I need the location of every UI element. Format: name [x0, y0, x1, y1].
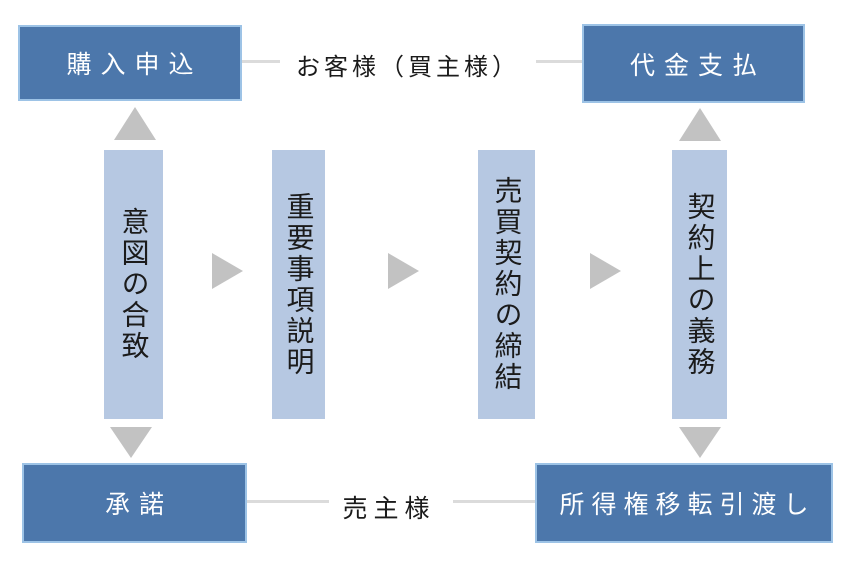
column-agreement-of-intent-label: 意図の合致	[118, 207, 150, 362]
arrow-down-icon	[110, 427, 152, 458]
arrow-right-icon	[590, 253, 621, 289]
box-acceptance: 承諾	[22, 463, 247, 543]
seller-label: 売主様	[342, 495, 436, 523]
arrow-right-icon	[212, 253, 243, 289]
arrow-down-icon	[679, 427, 721, 458]
buyer-label: お客様（買主様）	[296, 54, 520, 81]
column-sales-contract-conclusion-label: 売買契約の締結	[491, 176, 523, 393]
box-ownership-transfer-delivery: 所得権移転引渡し	[535, 463, 833, 543]
column-important-matters-explanation-label: 重要事項説明	[283, 191, 315, 378]
connector-line-bottom-right	[453, 500, 535, 503]
connector-line-bottom-left	[247, 500, 329, 503]
connector-line-top-left	[242, 60, 280, 63]
column-contract-obligations-label: 契約上の義務	[684, 191, 716, 378]
column-contract-obligations: 契約上の義務	[672, 150, 727, 419]
box-payment-label: 代金支払	[629, 51, 766, 80]
box-ownership-transfer-delivery-label: 所得権移転引渡し	[559, 491, 816, 519]
box-acceptance-label: 承諾	[104, 491, 173, 519]
box-payment: 代金支払	[582, 24, 805, 103]
column-important-matters-explanation: 重要事項説明	[272, 150, 325, 419]
arrow-up-icon	[114, 107, 156, 140]
arrow-right-icon	[388, 253, 419, 289]
column-agreement-of-intent: 意図の合致	[104, 150, 163, 419]
arrow-up-icon	[679, 108, 721, 141]
box-purchase-application-label: 購入申込	[66, 51, 203, 79]
connector-line-top-right	[536, 60, 582, 63]
box-purchase-application: 購入申込	[18, 25, 242, 101]
column-sales-contract-conclusion: 売買契約の締結	[478, 150, 535, 419]
